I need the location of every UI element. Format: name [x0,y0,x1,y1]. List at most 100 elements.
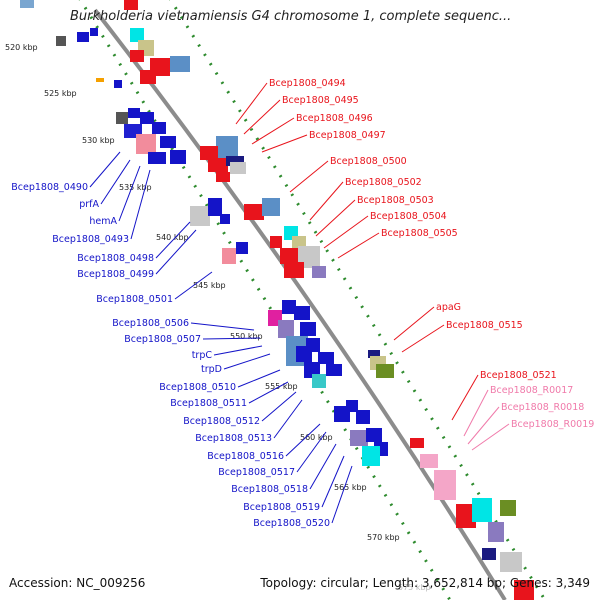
tick-label: 555 kbp [265,382,298,391]
gene-label-reverse[interactable]: Bcep1808_0512 [183,416,260,427]
tick-label: 530 kbp [82,136,115,145]
gene-label-reverse[interactable]: trpC [192,350,213,361]
gene-label-reverse[interactable]: Bcep1808_0519 [243,502,320,513]
topology-text: Topology: circular; Length: 3,652,814 bp… [260,576,590,590]
gene-label-forward[interactable]: apaG [436,302,461,313]
gene-label-reverse[interactable]: Bcep1808_0506 [112,318,189,329]
gene-label-forward[interactable]: Bcep1808_0500 [330,156,407,167]
leader-line [337,232,380,259]
gene-label-rna[interactable]: Bcep1808_R0019 [511,419,594,430]
gene-label-reverse[interactable]: Bcep1808_0507 [124,334,201,345]
tick-label: 520 kbp [5,43,38,52]
gene-label-reverse[interactable]: trpD [201,364,222,375]
gene-label-forward[interactable]: Bcep1808_0521 [480,370,557,381]
feature [90,28,98,36]
backbone-arc [93,8,507,600]
gene-label-rna[interactable]: Bcep1808_R0018 [501,402,584,413]
gene-label-reverse[interactable]: Bcep1808_0501 [96,294,173,305]
feature [420,454,438,468]
gene-label-reverse[interactable]: Bcep1808_0499 [77,269,154,280]
feature-block-fwd-3 [244,198,326,278]
tick-label: 565 kbp [334,483,367,492]
tick-label: 540 kbp [156,233,189,242]
leader-line [248,381,289,404]
gene-label-reverse[interactable]: hemA [89,216,117,227]
gene-label-rna[interactable]: Bcep1808_R0017 [490,385,573,396]
feature [114,80,122,88]
gene-label-forward[interactable]: Bcep1808_0502 [345,177,422,188]
feature [356,410,370,424]
gene-label-forward[interactable]: Bcep1808_0494 [269,78,346,89]
leader-line [296,431,327,473]
gene-label-reverse[interactable]: Bcep1808_0490 [11,182,88,193]
gene-label-reverse[interactable]: Bcep1808_0516 [207,451,284,462]
feature [130,50,144,62]
gene-label-reverse[interactable]: Bcep1808_0518 [231,484,308,495]
gene-label-forward[interactable]: Bcep1808_0505 [381,228,458,239]
gene-label-forward[interactable]: Bcep1808_0496 [296,113,373,124]
gene-label-forward[interactable]: Bcep1808_0495 [282,95,359,106]
tick-label: 525 kbp [44,89,77,98]
feature [152,122,166,134]
feature [434,470,456,500]
feature [236,242,248,254]
feature [170,56,190,72]
feature [200,146,218,160]
feature [116,112,128,124]
gene-label-reverse[interactable]: Bcep1808_0513 [195,433,272,444]
tick-label: 550 kbp [230,332,263,341]
leader-line [100,159,131,205]
feature [500,552,522,572]
leader-line [261,134,308,153]
feature [456,504,476,528]
feature [346,400,358,412]
feature [312,374,326,388]
feature-block-550 [268,300,342,388]
feature [326,364,342,376]
feature [160,136,176,148]
feature [282,300,296,314]
leader-line [235,82,268,125]
feature [284,262,304,278]
feature [77,32,89,42]
feature [208,158,228,172]
gene-label-forward[interactable]: Bcep1808_0504 [370,211,447,222]
leader-line [309,181,344,221]
leader-line [289,160,329,193]
feature-block-530 [116,108,186,164]
map-title: Burkholderia vietnamiensis G4 chromosome… [70,9,512,24]
gene-label-reverse[interactable]: Bcep1808_0517 [218,467,295,478]
feature [148,152,166,164]
gene-label-reverse[interactable]: Bcep1808_0511 [170,398,247,409]
feature [216,136,238,160]
feature [294,306,310,320]
feature [140,70,156,84]
feature [300,322,316,336]
gene-label-forward[interactable]: Bcep1808_0497 [309,130,386,141]
feature [96,78,104,82]
feature [376,364,394,378]
leader-line [155,229,197,275]
feature [280,248,300,264]
tick-label: 545 kbp [193,281,226,290]
feature [216,172,230,182]
feature [296,346,312,362]
gene-label-reverse[interactable]: Bcep1808_0510 [159,382,236,393]
gene-label-forward[interactable]: Bcep1808_0503 [357,195,434,206]
leader-line [237,369,281,388]
feature [312,266,326,278]
gene-label-reverse[interactable]: prfA [79,199,99,210]
tick-label: 535 kbp [119,183,152,192]
feature [130,28,144,42]
forward-labels-layer: Bcep1808_0494Bcep1808_0495Bcep1808_0496B… [235,78,557,421]
leader-line [285,423,321,457]
feature [230,162,246,174]
gene-label-forward[interactable]: Bcep1808_0515 [446,320,523,331]
leader-line [315,199,356,237]
gene-label-reverse[interactable]: Bcep1808_0493 [52,234,129,245]
feature [482,548,496,560]
leader-line [321,455,345,508]
gene-label-reverse[interactable]: Bcep1808_0498 [77,253,154,264]
feature [244,204,264,220]
gene-label-reverse[interactable]: Bcep1808_0520 [253,518,330,529]
